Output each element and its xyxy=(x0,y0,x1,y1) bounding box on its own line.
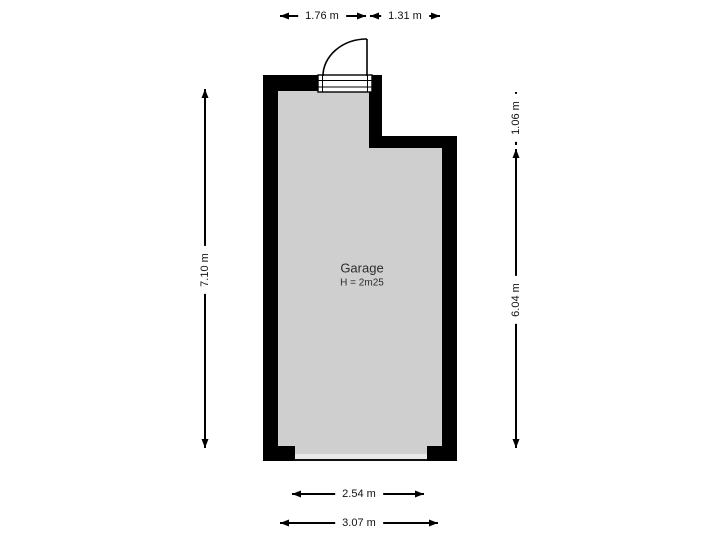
wall-right xyxy=(442,136,457,461)
dim-label-left-height: 7.10 m xyxy=(197,246,213,294)
garage-door-sill xyxy=(295,454,427,459)
room-name: Garage xyxy=(340,260,384,276)
dim-label-right-lower-height: 6.04 m xyxy=(508,276,524,324)
wall-step-upper-right xyxy=(369,75,382,148)
wall-bottom-right xyxy=(427,446,457,461)
dim-label-bottom-opening-width: 2.54 m xyxy=(335,486,383,502)
garage-floor xyxy=(278,91,442,459)
dim-label-bottom-total-width: 3.07 m xyxy=(335,515,383,531)
wall-left xyxy=(263,75,278,461)
dim-label-right-upper-height: 1.06 m xyxy=(508,94,524,142)
dim-label-top-right-width: 1.31 m xyxy=(381,8,429,24)
room-ceiling-height: H = 2m25 xyxy=(340,277,384,289)
garage-door-sill-edge xyxy=(295,459,427,461)
garage-door-opening xyxy=(295,454,427,461)
wall-top-left xyxy=(263,75,319,91)
door-swing-arc xyxy=(322,38,368,77)
dim-label-top-left-width: 1.76 m xyxy=(298,8,346,24)
wall-bottom-left xyxy=(263,446,295,461)
walls xyxy=(263,75,457,461)
wall-notch-horizontal xyxy=(369,136,457,148)
door-frame xyxy=(317,74,373,93)
